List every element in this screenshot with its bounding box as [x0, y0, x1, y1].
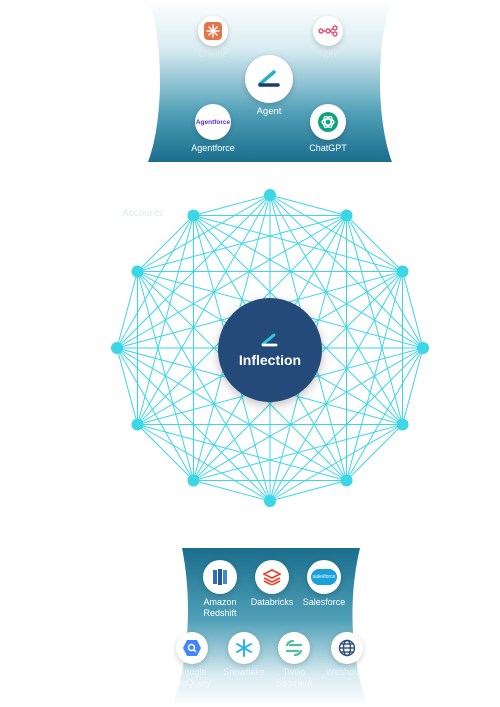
mesh-node — [264, 189, 276, 201]
n8n-icon — [313, 16, 343, 46]
webhooks-label: Webhooks — [325, 667, 369, 677]
redshift-icon — [203, 560, 237, 594]
agent-label: Agent — [256, 106, 282, 117]
mesh-edge — [402, 271, 424, 349]
ghost-accounts-label: Accounts — [122, 208, 164, 219]
mesh-edge — [116, 347, 194, 481]
snowflake-icon — [228, 632, 260, 664]
mesh-node — [396, 418, 409, 431]
mesh-node — [131, 418, 144, 431]
mesh-node — [187, 209, 200, 222]
mesh-node — [417, 342, 429, 354]
inflection-hub[interactable]: Inflection — [218, 298, 322, 402]
chatgpt-label: ChatGPT — [309, 143, 347, 153]
mesh-edge — [193, 480, 271, 502]
salesforce-node[interactable]: salesforce Salesforce — [300, 560, 348, 608]
mesh-edge — [137, 271, 194, 481]
mesh-edge — [137, 215, 194, 425]
mesh-node — [131, 265, 144, 278]
mesh-edge — [193, 194, 271, 216]
bigquery-label: Google BigQuery — [173, 667, 211, 688]
inflection-logo-icon — [261, 333, 278, 347]
redshift-node[interactable]: Amazon Redshift — [198, 560, 242, 619]
claude-label: Claude — [198, 49, 228, 59]
mesh-edge — [116, 215, 194, 349]
segment-icon — [278, 632, 310, 664]
mesh-node — [187, 474, 200, 487]
mesh-edge — [346, 424, 403, 481]
mesh-node — [396, 265, 409, 278]
agentforce-logo: Agentforce — [195, 118, 231, 126]
mesh-edge — [137, 215, 194, 272]
salesforce-label: Salesforce — [302, 597, 346, 607]
mesh-edge — [137, 424, 194, 481]
webhooks-node[interactable]: Webhooks — [324, 632, 370, 678]
mesh-node — [264, 495, 276, 507]
databricks-label: Databricks — [250, 597, 294, 607]
mesh-edge — [269, 194, 347, 216]
mesh-edge — [137, 271, 271, 502]
n8n-node[interactable]: N8N — [308, 16, 348, 60]
chatgpt-icon — [310, 104, 346, 140]
databricks-icon — [255, 560, 289, 594]
databricks-node[interactable]: Databricks — [248, 560, 296, 608]
mesh-edge — [402, 347, 424, 425]
salesforce-logo: salesforce — [312, 574, 336, 580]
connection-mesh — [111, 189, 429, 507]
mesh-node — [340, 474, 353, 487]
mesh-edge — [116, 271, 138, 349]
mesh-edge — [116, 347, 138, 425]
mesh-node — [340, 209, 353, 222]
salesforce-icon: salesforce — [307, 560, 341, 594]
claude-icon — [198, 16, 228, 46]
agent-node[interactable]: Agent — [244, 55, 294, 117]
mesh-node — [111, 342, 123, 354]
chatgpt-node[interactable]: ChatGPT — [303, 104, 353, 154]
mesh-edge — [193, 215, 403, 272]
bigquery-node[interactable]: Google BigQuery — [170, 632, 214, 689]
redshift-label: Amazon Redshift — [203, 597, 237, 618]
claude-node[interactable]: Claude — [196, 16, 230, 60]
segment-node[interactable]: Twilio Segment — [272, 632, 316, 689]
agentforce-node[interactable]: Agentforce Agentforce — [188, 104, 238, 154]
n8n-label: N8N — [318, 49, 337, 59]
segment-label: Twilio Segment — [275, 667, 313, 688]
inflection-label: Inflection — [238, 352, 302, 368]
agentforce-label: Agentforce — [191, 143, 235, 153]
agentforce-icon: Agentforce — [195, 104, 231, 140]
mesh-edge — [193, 215, 424, 349]
snowflake-label: Snowflake — [223, 667, 265, 677]
mesh-edge — [269, 480, 347, 502]
globe-icon — [331, 632, 363, 664]
mesh-edge — [346, 215, 403, 272]
mesh-edge — [137, 424, 271, 502]
snowflake-node[interactable]: Snowflake — [220, 632, 268, 678]
agent-icon — [245, 55, 293, 103]
mesh-edge — [116, 347, 347, 481]
bigquery-icon — [176, 632, 208, 664]
